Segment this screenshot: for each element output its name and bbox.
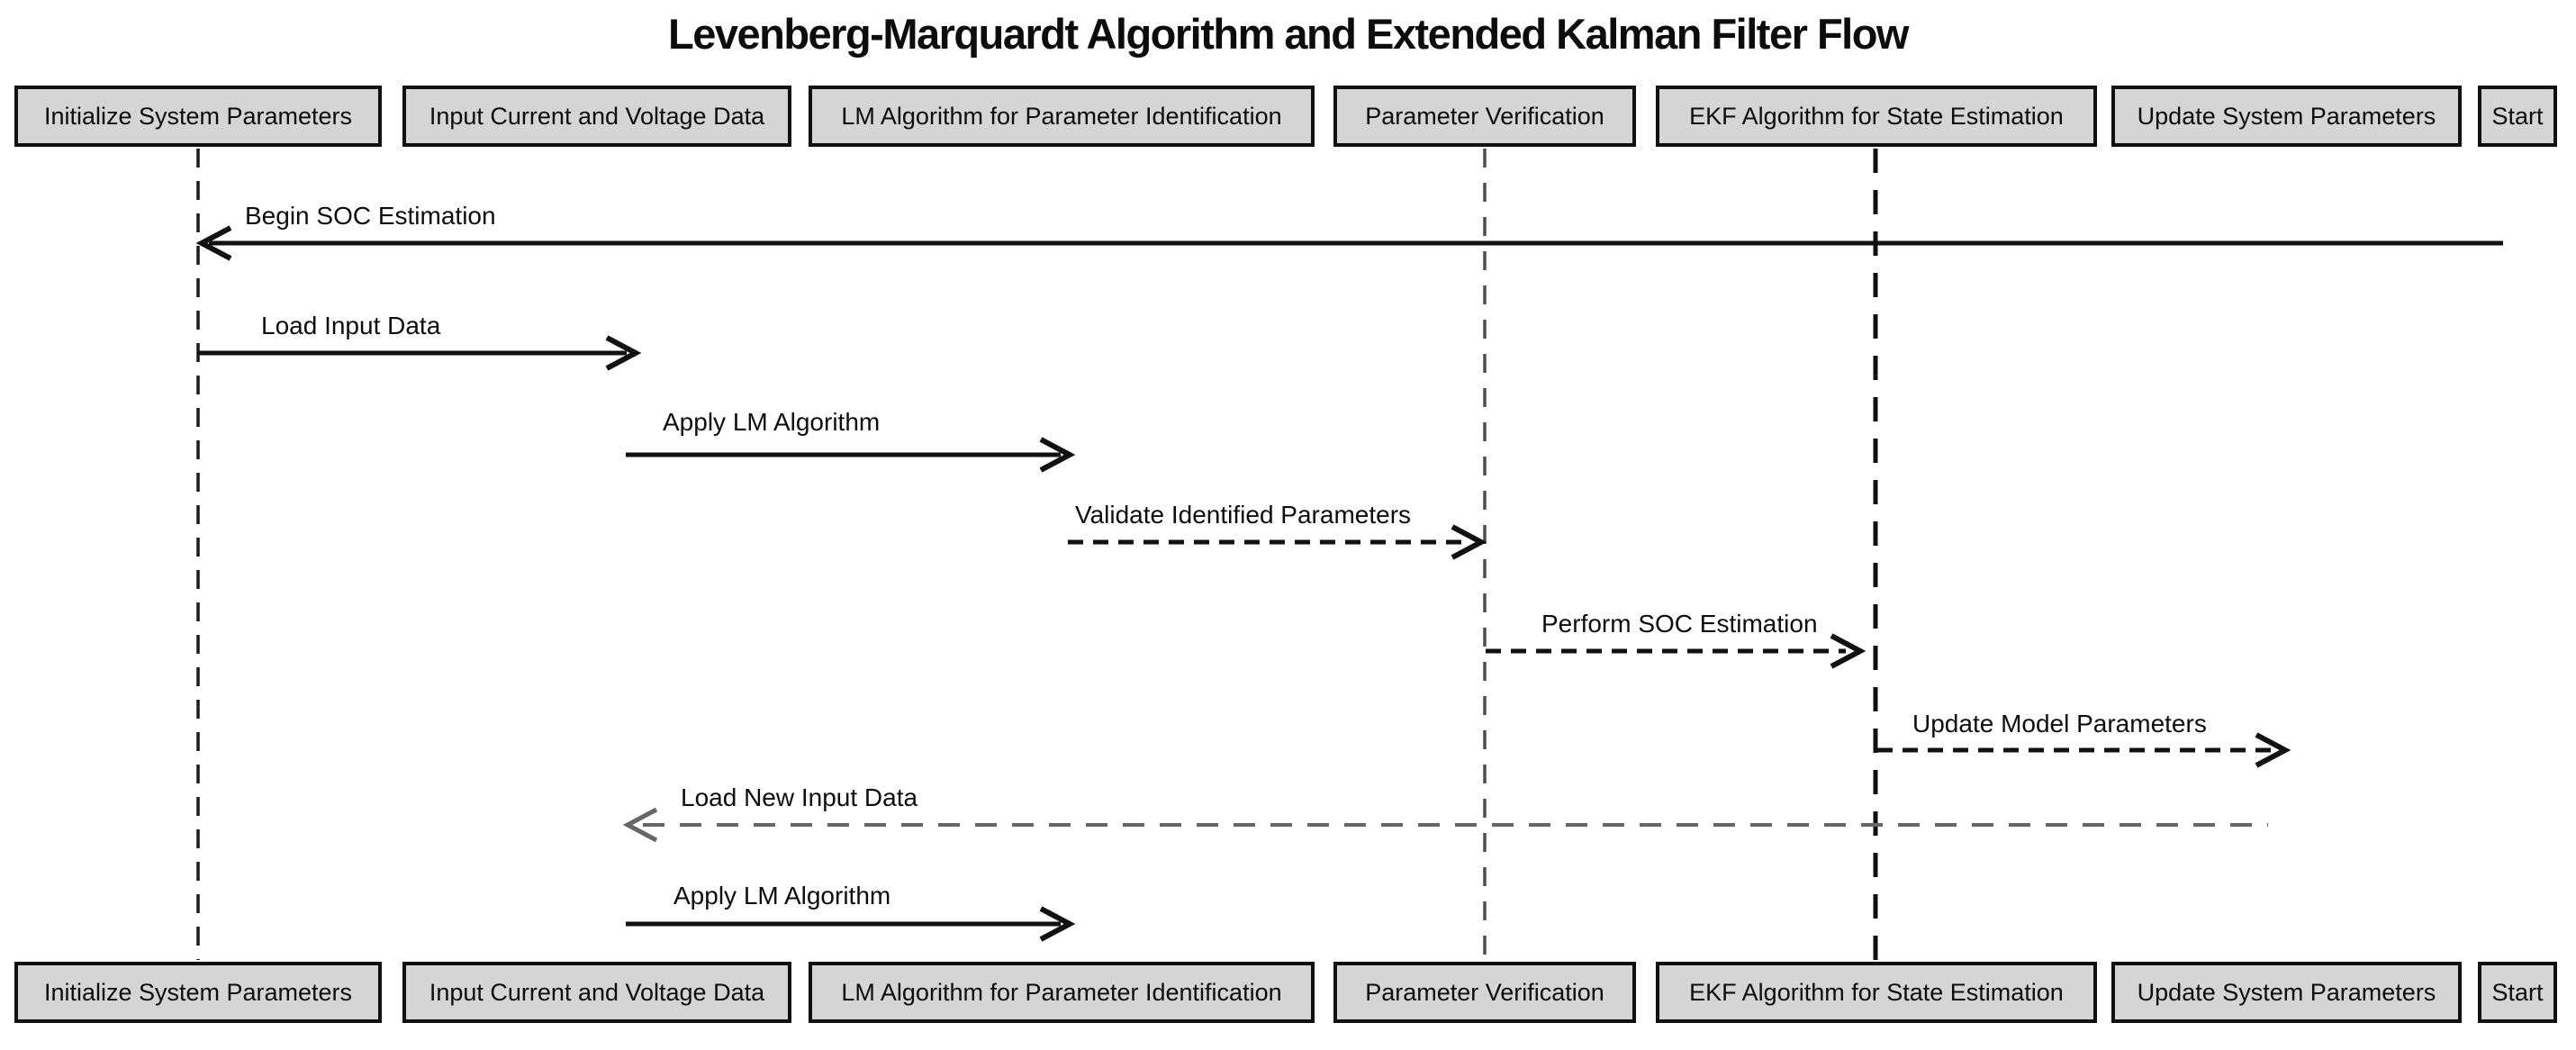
participant-bottom-start: Start xyxy=(2478,962,2557,1023)
participant-top-parameter-verification: Parameter Verification xyxy=(1333,86,1636,147)
arrowhead-left-icon xyxy=(622,807,658,843)
participant-top-start: Start xyxy=(2478,86,2557,147)
participant-bottom-ekf-algorithm: EKF Algorithm for State Estimation xyxy=(1656,962,2097,1023)
participant-bottom-input-current-voltage-data: Input Current and Voltage Data xyxy=(402,962,791,1023)
message-label-begin-soc-estimation: Begin SOC Estimation xyxy=(245,202,496,230)
participant-top-input-current-voltage-data: Input Current and Voltage Data xyxy=(402,86,791,147)
participant-top-initialize-system-parameters: Initialize System Parameters xyxy=(14,86,382,147)
diagram-title: Levenberg-Marquardt Algorithm and Extend… xyxy=(668,10,1909,58)
participant-bottom-initialize-system-parameters: Initialize System Parameters xyxy=(14,962,382,1023)
message-label-validate-identified-parameters: Validate Identified Parameters xyxy=(1075,501,1412,529)
arrowhead-left-icon xyxy=(195,225,232,261)
participant-bottom-update-system-parameters: Update System Parameters xyxy=(2111,962,2462,1023)
arrowhead-right-icon xyxy=(1039,906,1076,942)
message-label-load-new-input-data: Load New Input Data xyxy=(681,783,918,811)
arrowhead-right-icon xyxy=(2255,732,2291,768)
message-label-load-input-data: Load Input Data xyxy=(261,312,441,339)
participant-bottom-parameter-verification: Parameter Verification xyxy=(1333,962,1636,1023)
arrowhead-right-icon xyxy=(1039,437,1076,473)
arrowhead-right-icon xyxy=(1830,633,1866,669)
participant-bottom-lm-algorithm: LM Algorithm for Parameter Identificatio… xyxy=(809,962,1315,1023)
arrowhead-right-icon xyxy=(1451,524,1487,560)
participant-top-ekf-algorithm: EKF Algorithm for State Estimation xyxy=(1656,86,2097,147)
participant-top-update-system-parameters: Update System Parameters xyxy=(2111,86,2462,147)
message-label-perform-soc-estimation: Perform SOC Estimation xyxy=(1541,610,1818,638)
participant-top-lm-algorithm: LM Algorithm for Parameter Identificatio… xyxy=(809,86,1315,147)
message-label-apply-lm-algorithm-1: Apply LM Algorithm xyxy=(663,408,881,436)
message-label-apply-lm-algorithm-2: Apply LM Algorithm xyxy=(673,882,891,910)
message-label-update-model-parameters: Update Model Parameters xyxy=(1912,710,2207,738)
arrowhead-right-icon xyxy=(605,335,642,371)
